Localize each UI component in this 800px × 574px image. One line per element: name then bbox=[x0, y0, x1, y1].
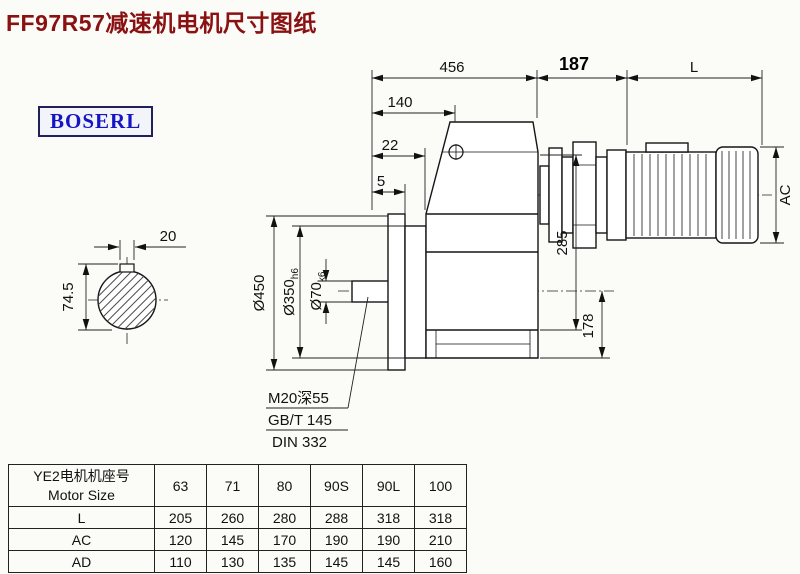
motor-nameplate bbox=[645, 142, 689, 153]
dimension-spigot-diameter-350: Ø350h6 bbox=[281, 225, 405, 359]
dimension-456: 456 bbox=[371, 59, 538, 210]
col-90l: 90L bbox=[362, 464, 415, 507]
dimension-shaft-key-height: 74.5 bbox=[60, 263, 118, 331]
motor bbox=[625, 142, 759, 244]
header-en: Motor Size bbox=[48, 486, 115, 503]
fan-cover bbox=[715, 146, 759, 244]
table-row-AD: AD 110 130 135 145 145 160 bbox=[8, 550, 467, 573]
dim-450-label: Ø450 bbox=[251, 275, 268, 312]
table-header-motor-size: YE2电机机座号 Motor Size bbox=[8, 464, 155, 507]
cell-L-90l: 318 bbox=[362, 506, 415, 529]
output-shaft bbox=[351, 280, 391, 303]
dim-74-5-label: 74.5 bbox=[60, 282, 77, 311]
spigot-dia-value: Ø350 bbox=[281, 279, 298, 316]
table-header-row: YE2电机机座号 Motor Size 63 71 80 90S 90L 100 bbox=[8, 464, 467, 507]
dim-350-label: Ø350h6 bbox=[281, 268, 301, 316]
cell-L-63: 205 bbox=[154, 506, 207, 529]
dim-456-label: 456 bbox=[439, 59, 464, 76]
mounting-flange bbox=[387, 213, 406, 371]
spigot-dia-tolerance: h6 bbox=[290, 268, 301, 280]
col-90s: 90S bbox=[310, 464, 363, 507]
motor-size-table: YE2电机机座号 Motor Size 63 71 80 90S 90L 100… bbox=[8, 464, 467, 573]
row-label-L: L bbox=[8, 506, 155, 529]
cell-AD-80: 135 bbox=[258, 550, 311, 573]
dim-70-label: Ø70k6 bbox=[308, 271, 328, 310]
dimension-5: 5 bbox=[372, 173, 406, 222]
dim-187-label: 187 bbox=[559, 54, 589, 74]
cell-AD-71: 130 bbox=[206, 550, 259, 573]
table-row-AC: AC 120 145 170 190 190 210 bbox=[8, 528, 467, 551]
col-71: 71 bbox=[206, 464, 259, 507]
dimension-140: 140 bbox=[372, 94, 456, 122]
thread-spec-label: M20深55 bbox=[268, 390, 329, 407]
standard-gbt-label: GB/T 145 bbox=[268, 412, 332, 429]
shaft-section-view bbox=[88, 257, 168, 344]
dim-285-label: 285 bbox=[554, 230, 571, 255]
dimension-key-width: 20 bbox=[94, 228, 186, 260]
dimension-285: 285 bbox=[540, 154, 582, 331]
cell-AD-63: 110 bbox=[154, 550, 207, 573]
cell-AC-63: 120 bbox=[154, 528, 207, 551]
dimension-22: 22 bbox=[372, 137, 426, 210]
dimension-178: 178 bbox=[540, 291, 610, 359]
cell-AC-71: 145 bbox=[206, 528, 259, 551]
dim-20-label: 20 bbox=[160, 228, 177, 245]
cell-AD-90s: 145 bbox=[310, 550, 363, 573]
dim-L-label: L bbox=[690, 59, 698, 76]
cell-AC-90l: 190 bbox=[362, 528, 415, 551]
shaft-dia-value: Ø70 bbox=[308, 282, 325, 310]
cell-L-71: 260 bbox=[206, 506, 259, 529]
cell-AC-80: 170 bbox=[258, 528, 311, 551]
cell-L-90s: 288 bbox=[310, 506, 363, 529]
cell-AD-90l: 145 bbox=[362, 550, 415, 573]
dim-140-label: 140 bbox=[387, 94, 412, 111]
motor-body bbox=[625, 151, 717, 239]
cell-AD-100: 160 bbox=[414, 550, 467, 573]
cell-AC-90s: 190 bbox=[310, 528, 363, 551]
cell-AC-100: 210 bbox=[414, 528, 467, 551]
page-title: FF97R57减速机电机尺寸图纸 bbox=[6, 10, 317, 36]
col-100: 100 bbox=[414, 464, 467, 507]
table-row-L: L 205 260 280 288 318 318 bbox=[8, 506, 467, 529]
standard-din-label: DIN 332 bbox=[272, 434, 327, 451]
keyway bbox=[119, 263, 135, 273]
dim-22-label: 22 bbox=[382, 137, 399, 154]
dimension-flange-diameter-450: Ø450 bbox=[251, 215, 388, 371]
dim-AC-label: AC bbox=[777, 184, 794, 205]
dimension-shaft-diameter-70: Ø70k6 bbox=[308, 259, 352, 324]
dimension-187: 187 bbox=[537, 54, 628, 145]
dimension-AC: AC bbox=[760, 146, 794, 244]
cell-L-100: 318 bbox=[414, 506, 467, 529]
shaft-dia-tolerance: k6 bbox=[317, 271, 328, 282]
brand-logo: BOSERL bbox=[38, 106, 154, 137]
thread-callout: M20深55 GB/T 145 DIN 332 bbox=[266, 296, 369, 451]
brand-text: BOSERL bbox=[50, 109, 142, 133]
header-cn: YE2电机机座号 bbox=[33, 467, 130, 484]
col-63: 63 bbox=[154, 464, 207, 507]
cell-L-80: 280 bbox=[258, 506, 311, 529]
row-label-AC: AC bbox=[8, 528, 155, 551]
gearmotor-technical-drawing: 74.5 20 bbox=[60, 54, 794, 451]
flange-spigot bbox=[404, 225, 427, 359]
dim-178-label: 178 bbox=[580, 313, 597, 338]
gear-housing bbox=[425, 121, 539, 359]
dimension-motor-length-L: L bbox=[627, 59, 763, 145]
motor-adapter bbox=[539, 141, 627, 249]
dim-5-label: 5 bbox=[377, 173, 385, 190]
col-80: 80 bbox=[258, 464, 311, 507]
row-label-AD: AD bbox=[8, 550, 155, 573]
